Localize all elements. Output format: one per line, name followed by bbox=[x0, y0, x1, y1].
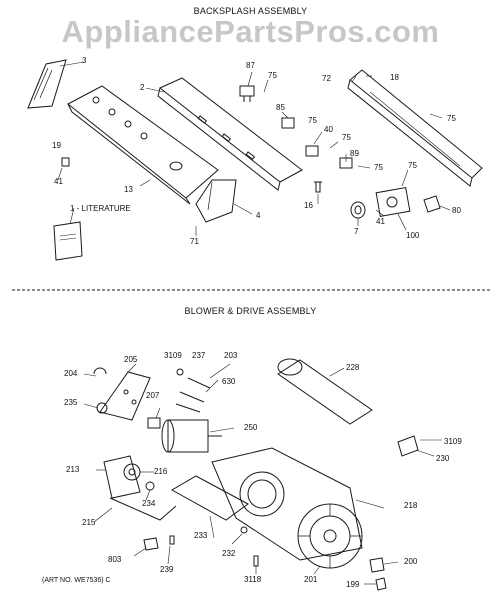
fastener-3109-top bbox=[176, 368, 184, 376]
end-cap-left bbox=[27, 59, 67, 109]
callout-blower-216[interactable]: 216 bbox=[154, 467, 168, 476]
end-cap-right bbox=[195, 179, 237, 223]
callout-backsplash-16[interactable]: 16 bbox=[304, 201, 313, 210]
blower-wheel bbox=[297, 503, 363, 569]
callout-backsplash-100[interactable]: 100 bbox=[406, 231, 420, 240]
callout-blower-215[interactable]: 215 bbox=[82, 518, 96, 527]
callout-backsplash-72[interactable]: 72 bbox=[322, 74, 331, 83]
callout-blower-250[interactable]: 250 bbox=[244, 423, 258, 432]
duct-228 bbox=[277, 358, 373, 425]
callout-backsplash-40[interactable]: 40 bbox=[324, 125, 333, 134]
watermark-logo: AppliancePartsPros.com bbox=[61, 14, 440, 49]
callout-backsplash-75[interactable]: 75 bbox=[308, 116, 317, 125]
callout-backsplash-41[interactable]: 41 bbox=[54, 177, 63, 186]
callout-blower-235[interactable]: 235 bbox=[64, 398, 78, 407]
art-number-footnote: (ART NO. WE7536) C bbox=[42, 577, 111, 584]
callout-backsplash-18[interactable]: 18 bbox=[390, 73, 399, 82]
callout-backsplash-3[interactable]: 3 bbox=[82, 56, 87, 65]
motor-250 bbox=[161, 419, 222, 453]
backsplash-frame bbox=[157, 77, 303, 191]
backsplash-assembly-title: BACKSPLASH ASSEMBLY bbox=[193, 6, 308, 16]
callout-backsplash-75[interactable]: 75 bbox=[342, 133, 351, 142]
washer-234 bbox=[145, 481, 155, 491]
callout-backsplash-75[interactable]: 75 bbox=[447, 114, 456, 123]
literature-label: 1 - LITERATURE bbox=[70, 204, 131, 213]
clip-19 bbox=[61, 157, 70, 167]
screw-3118 bbox=[253, 555, 259, 567]
screw-239 bbox=[169, 535, 175, 545]
motor-bracket-205 bbox=[99, 371, 151, 421]
screw-199 bbox=[375, 577, 387, 591]
switch-87 bbox=[239, 85, 255, 102]
callout-blower-199[interactable]: 199 bbox=[346, 580, 360, 589]
bracket-230 bbox=[397, 435, 419, 457]
literature-booklet bbox=[53, 221, 83, 261]
screw-16 bbox=[314, 181, 322, 193]
switch-207 bbox=[147, 417, 161, 429]
switch-40 bbox=[305, 145, 319, 157]
callout-backsplash-7[interactable]: 7 bbox=[354, 227, 359, 236]
tension-arm bbox=[103, 455, 141, 499]
callout-blower-237[interactable]: 237 bbox=[192, 351, 206, 360]
callout-blower-630[interactable]: 630 bbox=[222, 377, 236, 386]
callout-blower-207[interactable]: 207 bbox=[146, 391, 160, 400]
callout-blower-203[interactable]: 203 bbox=[224, 351, 238, 360]
callout-backsplash-71[interactable]: 71 bbox=[190, 237, 199, 246]
callout-blower-205[interactable]: 205 bbox=[124, 355, 138, 364]
callout-blower-239[interactable]: 239 bbox=[160, 565, 174, 574]
callout-backsplash-89[interactable]: 89 bbox=[350, 149, 359, 158]
callout-blower-228[interactable]: 228 bbox=[346, 363, 360, 372]
base-233 bbox=[170, 475, 249, 521]
callout-blower-200[interactable]: 200 bbox=[404, 557, 418, 566]
callout-backsplash-4[interactable]: 4 bbox=[256, 211, 261, 220]
callout-backsplash-41[interactable]: 41 bbox=[376, 217, 385, 226]
callout-backsplash-75[interactable]: 75 bbox=[268, 71, 277, 80]
callout-backsplash-13[interactable]: 13 bbox=[124, 185, 133, 194]
rod-215 bbox=[109, 497, 177, 521]
callout-blower-803[interactable]: 803 bbox=[108, 555, 122, 564]
callout-backsplash-19[interactable]: 19 bbox=[52, 141, 61, 150]
rear-panel bbox=[347, 69, 483, 187]
timer bbox=[375, 186, 411, 218]
callout-blower-204[interactable]: 204 bbox=[64, 369, 78, 378]
bracket-80 bbox=[423, 195, 441, 213]
clip-204 bbox=[93, 367, 107, 375]
callout-blower-213[interactable]: 213 bbox=[66, 465, 80, 474]
callout-blower-3118[interactable]: 3118 bbox=[244, 575, 262, 584]
knob bbox=[350, 201, 366, 219]
callout-backsplash-75[interactable]: 75 bbox=[374, 163, 383, 172]
callout-blower-233[interactable]: 233 bbox=[194, 531, 208, 540]
callout-blower-3109[interactable]: 3109 bbox=[444, 437, 462, 446]
switch-85 bbox=[281, 117, 295, 129]
console-panel bbox=[67, 85, 219, 205]
callout-blower-3109[interactable]: 3109 bbox=[164, 351, 182, 360]
idler-pulley bbox=[123, 463, 141, 481]
callout-blower-232[interactable]: 232 bbox=[222, 549, 236, 558]
callout-backsplash-80[interactable]: 80 bbox=[452, 206, 461, 215]
callout-blower-230[interactable]: 230 bbox=[436, 454, 450, 463]
screw-232 bbox=[240, 526, 248, 534]
callout-blower-218[interactable]: 218 bbox=[404, 501, 418, 510]
callout-backsplash-75[interactable]: 75 bbox=[408, 161, 417, 170]
clip-200 bbox=[369, 557, 385, 573]
callout-blower-234[interactable]: 234 bbox=[142, 499, 156, 508]
blower-housing bbox=[211, 447, 363, 561]
callout-backsplash-2[interactable]: 2 bbox=[140, 83, 145, 92]
blower-drive-assembly-title: BLOWER & DRIVE ASSEMBLY bbox=[184, 306, 317, 316]
screw-235 bbox=[96, 402, 108, 414]
clamps-203 bbox=[175, 377, 211, 413]
clip-803 bbox=[143, 537, 159, 551]
callout-backsplash-85[interactable]: 85 bbox=[276, 103, 285, 112]
callout-backsplash-87[interactable]: 87 bbox=[246, 61, 255, 70]
callout-blower-201[interactable]: 201 bbox=[304, 575, 318, 584]
